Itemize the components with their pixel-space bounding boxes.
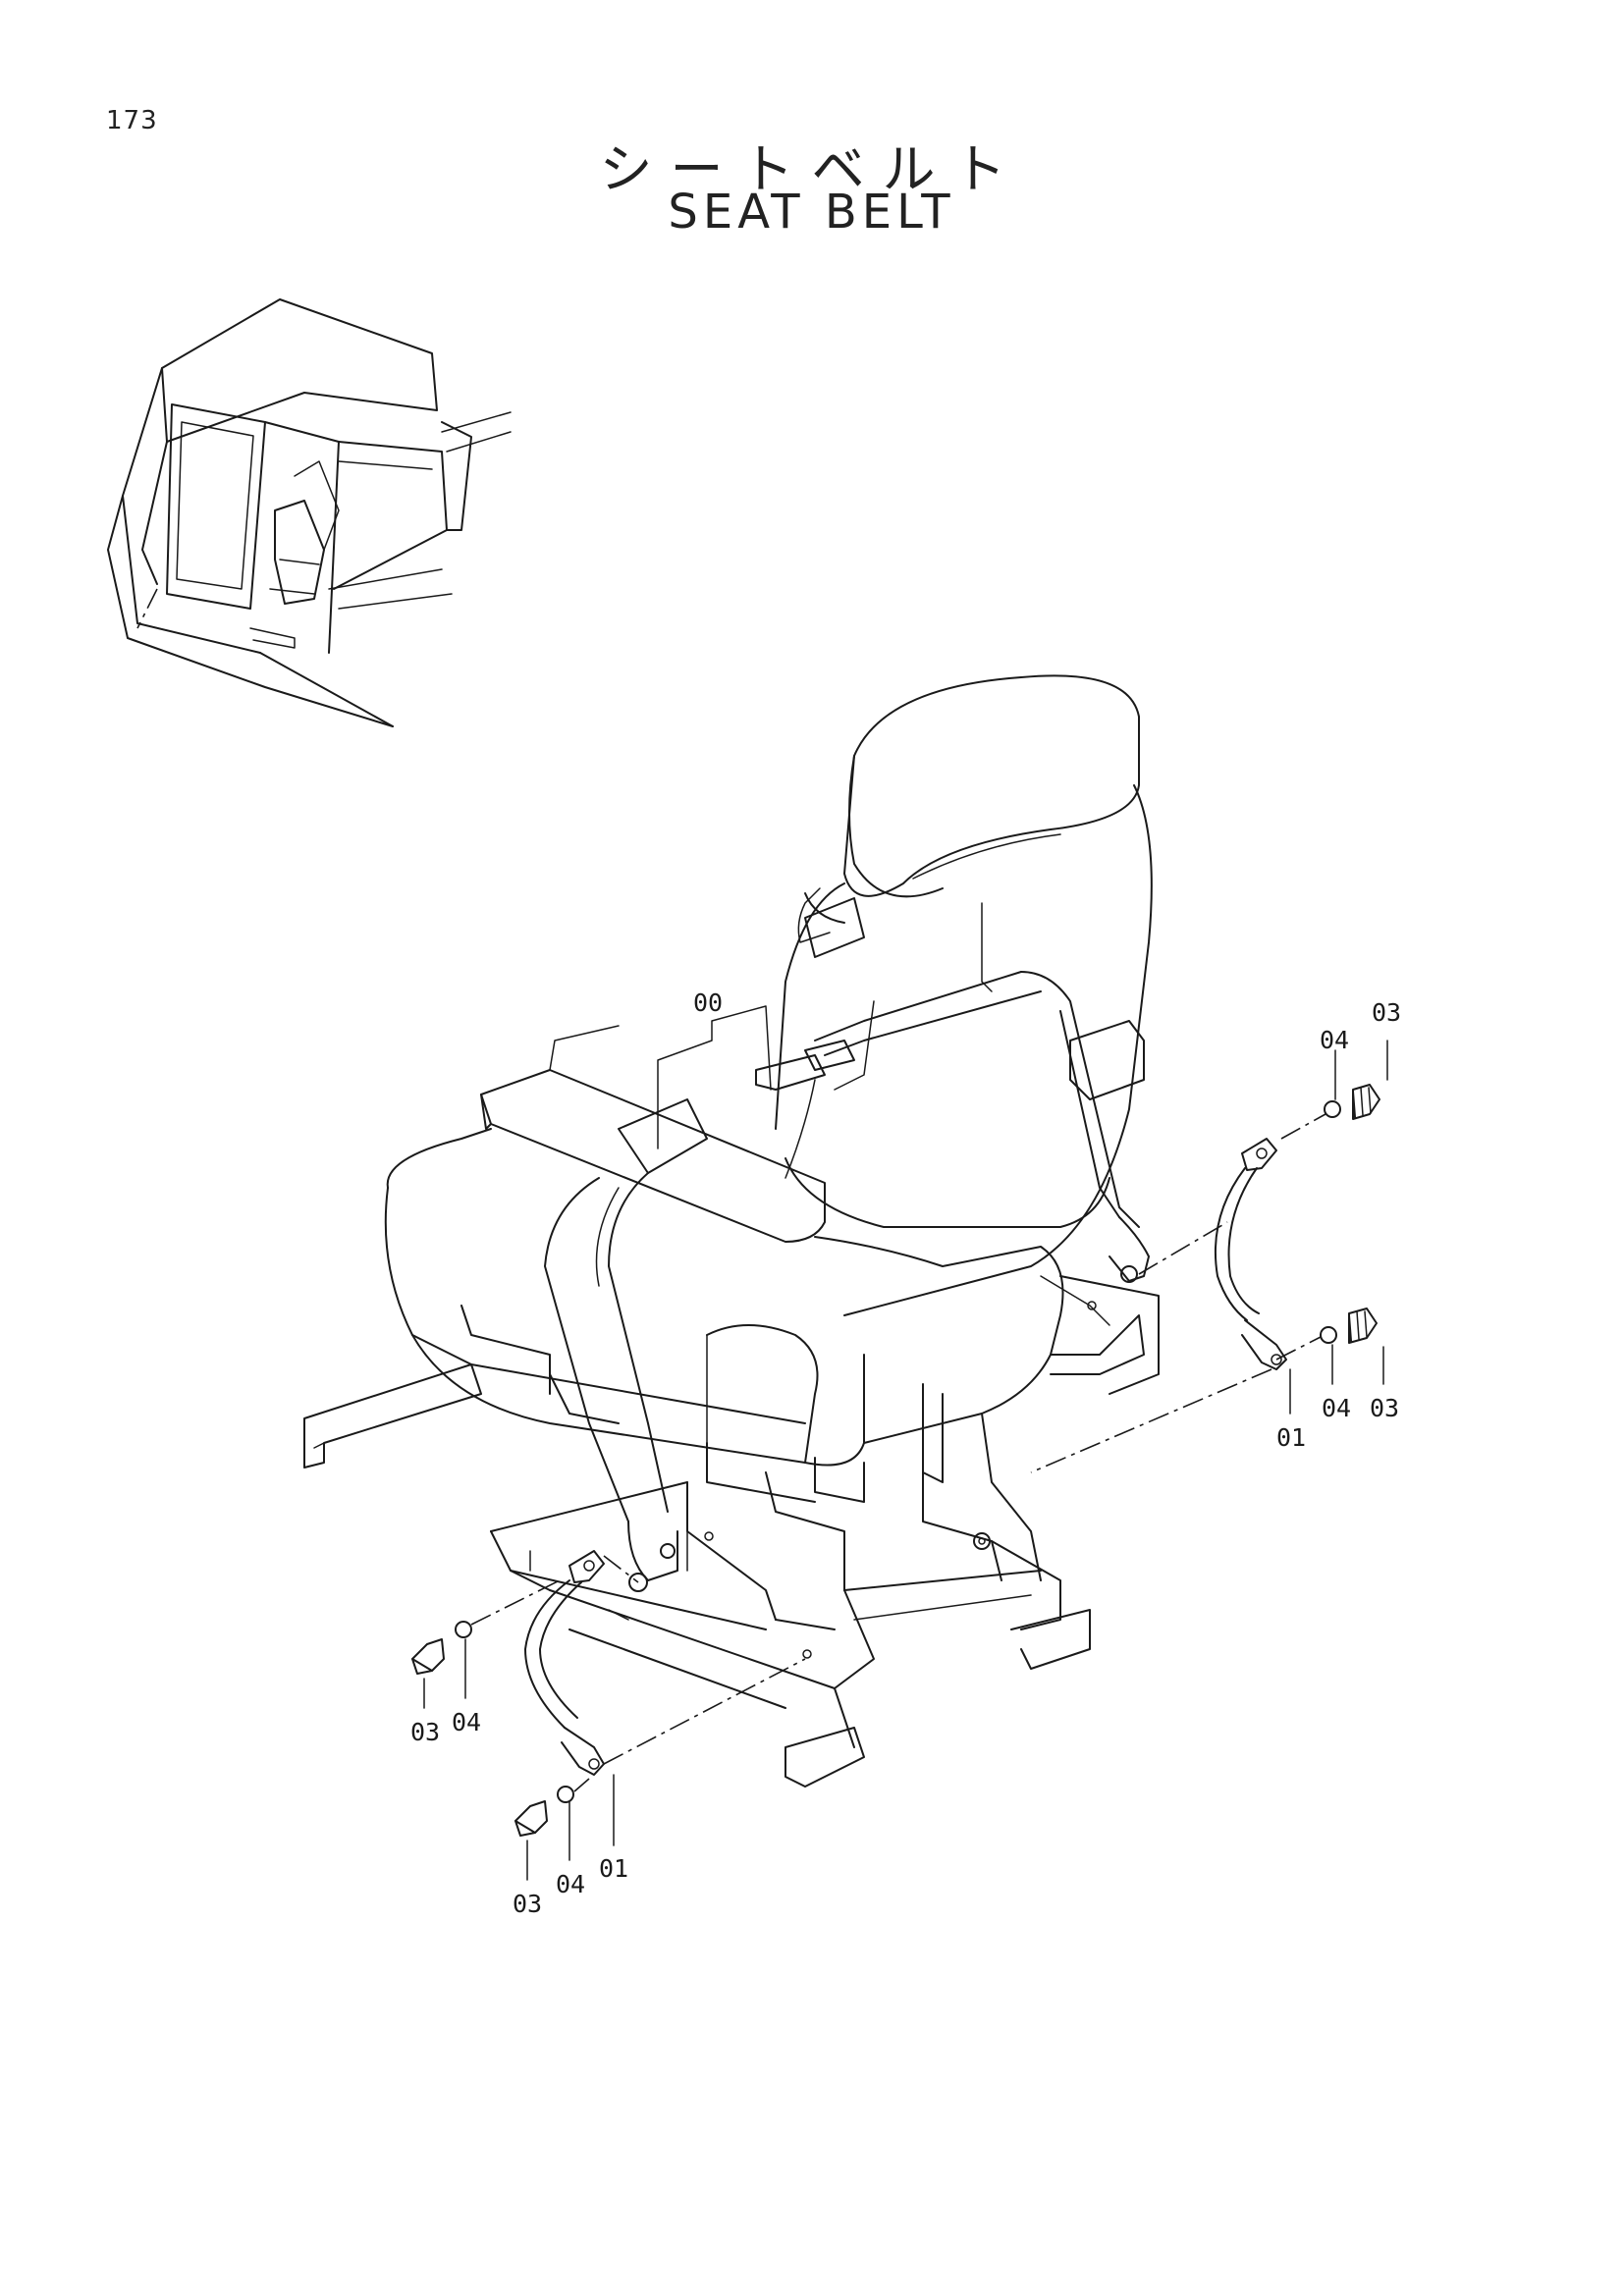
seat-belt-straps: [544, 971, 1150, 1592]
callout-00: 00: [693, 988, 723, 1017]
callout-03-right-bottom: 03: [1370, 1394, 1399, 1422]
callout-03-right-top: 03: [1372, 998, 1401, 1027]
cab-locator-view: [107, 298, 512, 727]
callout-00-leader: [657, 1005, 772, 1149]
page-number: 173: [106, 106, 158, 135]
callout-04-right-bottom: 04: [1322, 1394, 1351, 1422]
callout-03-left-bottom: 03: [513, 1890, 542, 1918]
title-japanese: シートベルト: [599, 138, 1024, 200]
callout-04-left-top: 04: [452, 1708, 481, 1736]
callout-04-right-top: 04: [1320, 1026, 1349, 1054]
anchor-hardware-left: [411, 1550, 806, 1881]
callout-01-left: 01: [599, 1854, 628, 1883]
callout-01-right: 01: [1276, 1423, 1306, 1452]
callout-04-left-bottom: 04: [556, 1870, 585, 1898]
title-english: SEAT BELT: [668, 185, 955, 240]
seat-assembly: [303, 674, 1160, 1788]
anchor-hardware-right: [1030, 1040, 1388, 1473]
callout-03-left-top: 03: [410, 1718, 440, 1746]
